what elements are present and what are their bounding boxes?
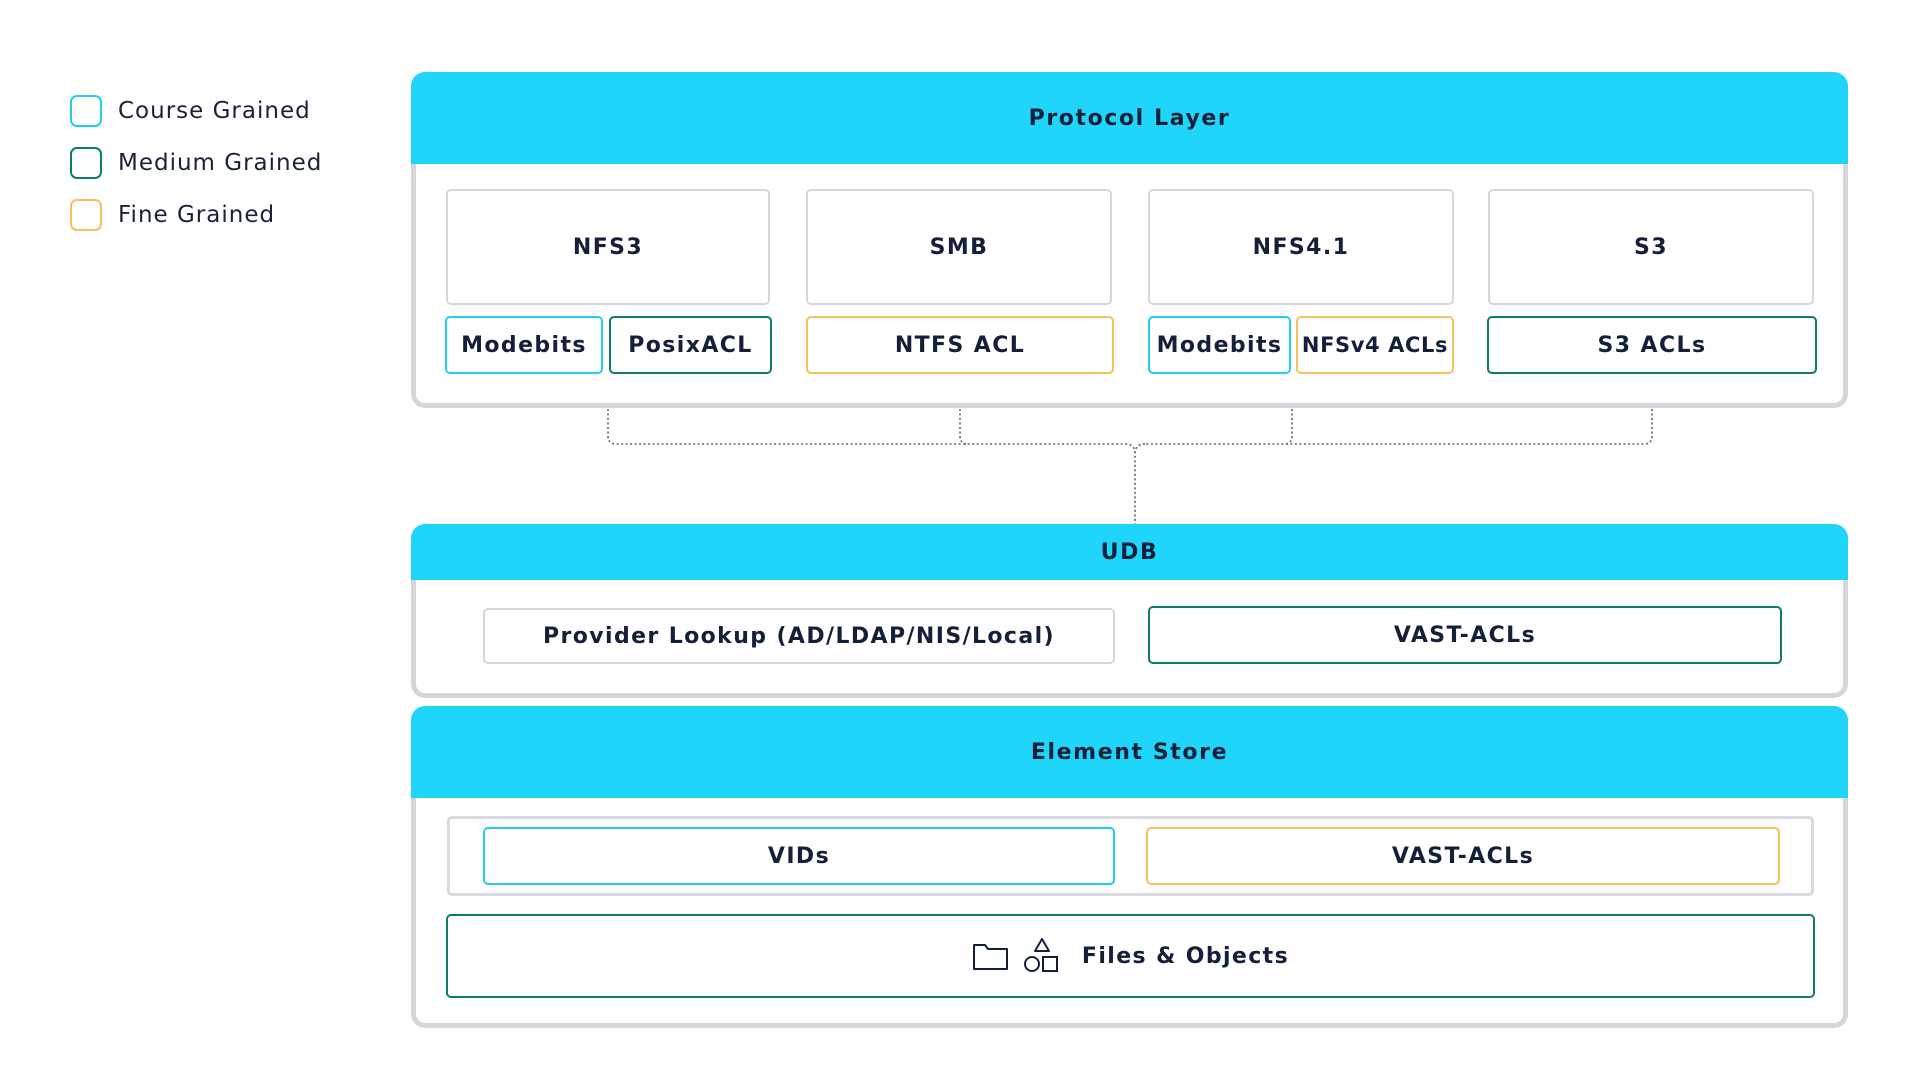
- acl-nfsv4: NFSv4 ACLs: [1296, 316, 1454, 374]
- udb-header: UDB: [411, 524, 1848, 580]
- connector-trunk: [1124, 443, 1146, 524]
- connector-posixacl: [607, 373, 1125, 445]
- protocol-layer-title: Protocol Layer: [1028, 105, 1231, 131]
- element-store-vids: VIDs: [483, 827, 1115, 885]
- protocol-layer-header: Protocol Layer: [411, 72, 1848, 164]
- element-store-header: Element Store: [411, 706, 1848, 798]
- udb-vast-acls: VAST-ACLs: [1148, 606, 1782, 664]
- acl-posixacl: PosixACL: [609, 316, 772, 374]
- legend-item-medium: Medium Grained: [70, 146, 322, 180]
- protocol-smb: SMB: [806, 189, 1112, 305]
- legend-swatch-fine: [70, 199, 102, 231]
- connector-nfsv4: [1283, 373, 1293, 445]
- protocol-s3: S3: [1488, 189, 1814, 305]
- legend-label-course: Course Grained: [118, 98, 311, 124]
- legend-swatch-course: [70, 95, 102, 127]
- legend-item-fine: Fine Grained: [70, 198, 275, 232]
- connector-s3acl: [1145, 373, 1653, 445]
- files-objects-box: Files & Objects: [446, 914, 1815, 998]
- legend-label-fine: Fine Grained: [118, 202, 276, 228]
- acl-modebits-nfs41: Modebits: [1148, 316, 1291, 374]
- element-store-title: Element Store: [1030, 739, 1229, 765]
- files-objects-label: Files & Objects: [1081, 943, 1290, 969]
- folder-icon: [972, 944, 1008, 970]
- legend-item-course: Course Grained: [70, 94, 311, 128]
- protocol-nfs41: NFS4.1: [1148, 189, 1454, 305]
- acl-s3: S3 ACLs: [1487, 316, 1817, 374]
- connector-ntfs: [959, 373, 969, 445]
- element-store-vast-acls: VAST-ACLs: [1146, 827, 1780, 885]
- legend-label-medium: Medium Grained: [118, 150, 323, 176]
- acl-modebits-nfs3: Modebits: [445, 316, 603, 374]
- udb-title: UDB: [1100, 539, 1159, 565]
- shapes-icon: [1023, 938, 1058, 972]
- provider-lookup: Provider Lookup (AD/LDAP/NIS/Local): [483, 608, 1115, 664]
- legend-swatch-medium: [70, 147, 102, 179]
- acl-ntfs: NTFS ACL: [806, 316, 1114, 374]
- protocol-nfs3: NFS3: [446, 189, 770, 305]
